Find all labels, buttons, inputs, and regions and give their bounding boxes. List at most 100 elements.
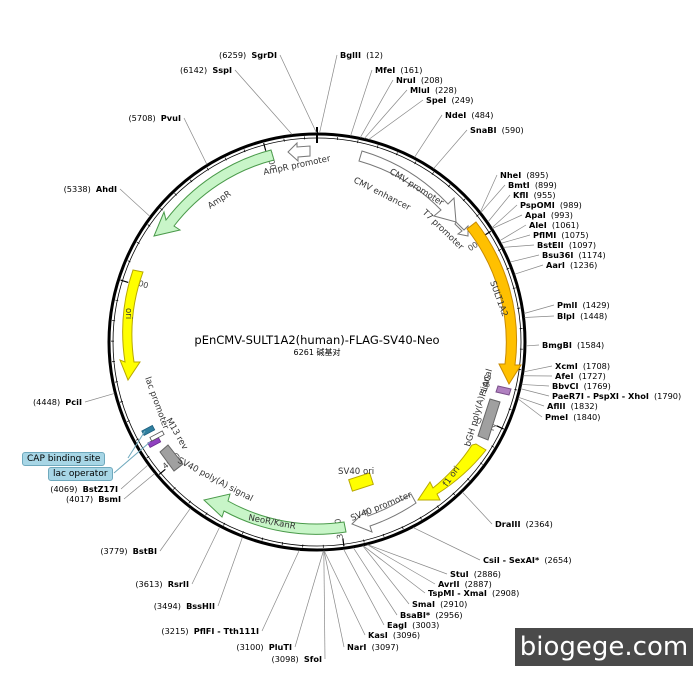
site-position: (2886) <box>474 569 501 579</box>
site-name: BsmI <box>98 494 121 504</box>
site-leader <box>360 79 394 138</box>
minor-tick <box>508 408 512 411</box>
minor-tick <box>114 381 118 383</box>
site-leader <box>323 550 345 648</box>
site-name: SspI <box>212 65 232 75</box>
site-leader <box>524 315 555 318</box>
site-label: SnaBI (590) <box>470 118 524 137</box>
site-label: (5338) AhdI <box>64 177 117 196</box>
site-position: (12) <box>366 50 383 60</box>
site-leader <box>462 491 493 525</box>
site-label: TspMI - XmaI (2908) <box>428 581 519 600</box>
site-name: AvrII <box>438 579 460 589</box>
minor-tick <box>395 152 398 156</box>
site-position: (208) <box>421 75 443 85</box>
site-label: AvrII (2887) <box>438 572 492 591</box>
plasmid-size: 6261 碱基对 <box>294 347 341 357</box>
site-label: PmlI (1429) <box>557 293 610 312</box>
site-position: (2364) <box>526 519 553 529</box>
site-label: XcmI (1708) <box>555 354 610 373</box>
major-tick <box>120 279 129 284</box>
site-leader <box>368 99 424 140</box>
site-position: (1174) <box>578 250 605 260</box>
minor-tick <box>401 526 404 530</box>
site-name: BglII <box>340 50 361 60</box>
site-label: AflII (1832) <box>547 394 598 413</box>
site-name: BstZ17I <box>83 484 118 494</box>
site-leader <box>123 473 155 500</box>
site-leader <box>413 527 481 561</box>
site-leader <box>353 547 398 616</box>
site-name: AarI <box>546 260 565 270</box>
site-position: (1832) <box>571 401 598 411</box>
site-leader <box>191 526 221 585</box>
minor-tick <box>281 542 283 546</box>
minor-tick <box>206 167 209 171</box>
site-name: NheI <box>500 170 521 180</box>
cap-binding-callout: CAP binding site <box>22 452 106 466</box>
site-leader <box>319 54 338 134</box>
site-label: Bsu36I (1174) <box>542 243 606 262</box>
site-name: NarI <box>347 642 366 652</box>
site-label: CsiI - SexAI* (2654) <box>483 548 572 567</box>
site-name: PflMI <box>533 230 556 240</box>
site-position: (3779) <box>100 546 127 556</box>
site-label: DraIII (2364) <box>495 512 553 531</box>
site-leader <box>492 214 523 229</box>
site-position: (3097) <box>372 642 399 652</box>
site-leader <box>84 393 115 403</box>
site-label: (3100) PluTI <box>236 635 292 654</box>
site-name: PaeR7I - PspXI - XhoI <box>552 391 649 401</box>
site-position: (3613) <box>135 579 162 589</box>
site-leader <box>367 544 436 585</box>
site-position: (590) <box>502 125 524 135</box>
site-label: AfeI (1727) <box>555 364 606 383</box>
site-name: RsrII <box>168 579 189 589</box>
site-name: BmgBI <box>542 340 572 350</box>
minor-tick <box>136 241 140 244</box>
minor-tick <box>431 172 434 175</box>
minor-tick <box>376 145 379 149</box>
site-position: (895) <box>526 170 548 180</box>
minor-tick <box>414 161 417 165</box>
minor-tick <box>119 401 123 403</box>
lac-operator-callout: lac operator <box>48 467 113 481</box>
site-label: (6259) SgrDI <box>219 43 277 62</box>
site-leader <box>343 549 385 626</box>
site-leader <box>350 69 373 136</box>
site-position: (3494) <box>154 601 181 611</box>
site-position: (5338) <box>64 184 91 194</box>
site-position: (249) <box>451 95 473 105</box>
site-name: PluTI <box>269 642 292 652</box>
label-sv40-ori: SV40 ori <box>338 467 374 477</box>
site-name: PciI <box>65 397 82 407</box>
site-leader <box>279 54 317 134</box>
site-label: (5708) PvuI <box>128 106 181 125</box>
site-label: MfeI (161) <box>375 58 422 77</box>
site-label: PspOMI (989) <box>520 193 582 212</box>
label-ampr: AmpR <box>206 189 233 211</box>
site-label: PaeR7I - PspXI - XhoI (1790) <box>552 384 681 403</box>
minor-tick <box>462 198 466 202</box>
label-lac-promoter: lac promoter <box>142 376 170 432</box>
site-name: NdeI <box>445 110 466 120</box>
site-name: ApaI <box>525 210 546 220</box>
site-name: XcmI <box>555 361 578 371</box>
site-leader <box>433 129 468 169</box>
minor-tick <box>479 462 483 465</box>
site-name: PvuI <box>161 113 181 123</box>
minor-tick <box>127 260 131 263</box>
site-leader <box>119 188 151 217</box>
minor-tick <box>147 224 151 227</box>
site-name: NruI <box>396 75 416 85</box>
minor-tick <box>447 184 451 188</box>
site-position: (3215) <box>161 626 188 636</box>
site-label: ApaI (993) <box>525 203 573 222</box>
label-sv40-polya: SV40 poly(A) signal <box>176 456 255 504</box>
site-label: MluI (228) <box>410 78 457 97</box>
site-label: BglII (12) <box>340 43 383 62</box>
site-label: SpeI (249) <box>426 88 473 107</box>
site-position: (484) <box>471 110 493 120</box>
site-position: (1448) <box>580 311 607 321</box>
